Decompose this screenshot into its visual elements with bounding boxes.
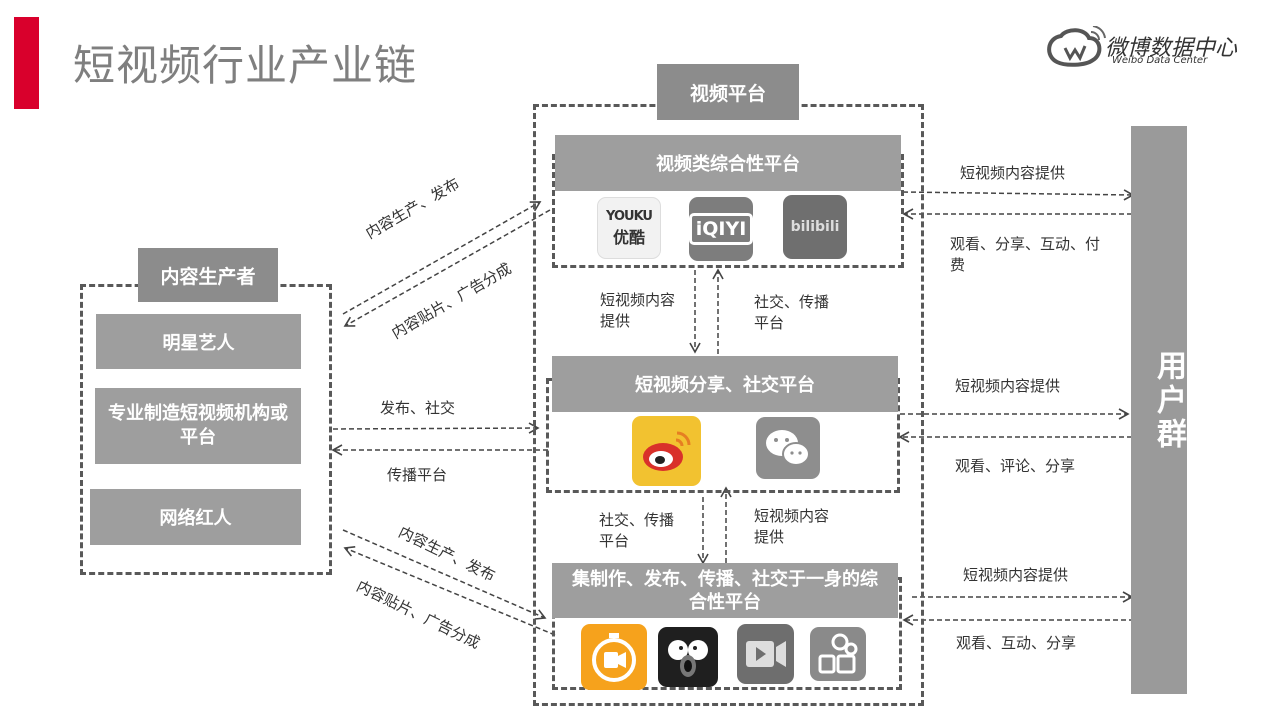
logo-text-en: Weibo Data Center [1112, 55, 1208, 66]
label-social-to-producer: 传播平台 [387, 466, 448, 484]
label-users-to-video: 观看、分享、互动、付费 [950, 235, 1101, 274]
label-integrated-to-social: 短视频内容提供 [754, 507, 830, 546]
iqiyi-icon: iQIYI [689, 197, 753, 261]
integrated-platform-title: 集制作、发布、传播、社交于一身的综合性平台 [552, 563, 898, 618]
youku-icon: YOUKU 优酷 [597, 197, 661, 259]
arrow-producer-to-video [342, 201, 542, 315]
owl-app-icon [658, 627, 718, 687]
arrow-integrated-to-producer [343, 546, 556, 636]
accent-bar [14, 17, 39, 109]
video-platform-title: 视频平台 [657, 64, 799, 120]
page-title: 短视频行业产业链 [73, 41, 418, 90]
video-camera-icon [737, 624, 794, 684]
kuaishou-timer-icon [581, 624, 647, 690]
label-video-to-users: 短视频内容提供 [960, 164, 1066, 182]
producer-item-celebrities: 明星艺人 [96, 314, 301, 369]
weibo-logo-icon [1047, 26, 1106, 67]
users-bar: 用户群 [1131, 126, 1187, 694]
label-users-to-social: 观看、评论、分享 [955, 457, 1076, 475]
label-social-to-users: 短视频内容提供 [955, 377, 1061, 395]
label-producer-to-social: 发布、社交 [380, 399, 456, 417]
arrow-video-to-users [902, 189, 1135, 201]
arrow-producer-to-integrated [342, 529, 547, 620]
producers-title: 内容生产者 [138, 248, 278, 302]
label-users-to-integrated: 观看、互动、分享 [956, 634, 1077, 652]
producer-item-professional: 专业制造短视频机构或平台 [95, 388, 301, 464]
weibo-icon [632, 416, 701, 486]
arrow-producer-to-social [332, 422, 540, 434]
label-video-to-social: 短视频内容提供 [600, 291, 676, 330]
wechat-icon [756, 417, 820, 479]
social-platform-title: 短视频分享、社交平台 [552, 356, 898, 412]
label-social-to-integrated: 社交、传播平台 [599, 511, 675, 550]
label-integrated-to-users: 短视频内容提供 [963, 566, 1069, 584]
label-social-to-video: 社交、传播平台 [754, 293, 830, 332]
producer-item-influencers: 网络红人 [90, 489, 301, 545]
movie-camera-icon [810, 627, 866, 681]
bilibili-icon: bilibili [783, 195, 847, 259]
video-comprehensive-title: 视频类综合性平台 [555, 135, 901, 191]
logo-text-cn: 微博数据中心 [1105, 36, 1238, 61]
arrow-video-to-producer [343, 209, 551, 327]
